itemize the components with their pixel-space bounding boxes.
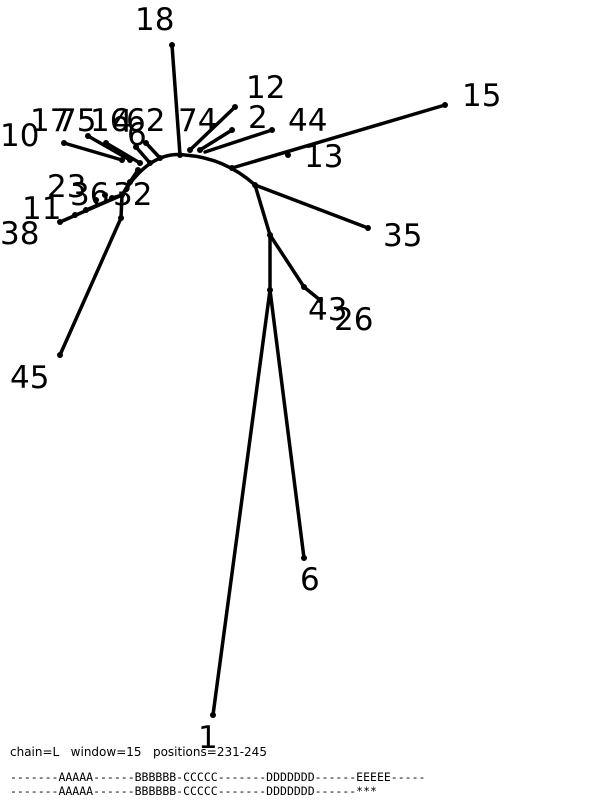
tree-node xyxy=(442,102,448,108)
tree-node xyxy=(127,179,133,185)
tree-branch xyxy=(268,233,306,289)
leaf-label: 44 xyxy=(288,103,327,139)
tree-node xyxy=(93,197,99,203)
leaf-label: 15 xyxy=(462,78,501,114)
tree-node xyxy=(137,160,143,166)
tree-node xyxy=(285,152,291,158)
tree-node xyxy=(187,147,193,153)
tree-branch xyxy=(203,128,274,154)
tree-node xyxy=(143,140,149,146)
tree-node xyxy=(317,297,323,303)
tree-node xyxy=(85,133,91,139)
tree-node xyxy=(119,192,125,198)
leaf-labels: 18 12 15 44 2 74 62 4 6 16 75 17 10 13 3… xyxy=(0,2,501,756)
tree-node xyxy=(103,140,109,146)
tree-branch xyxy=(253,183,272,237)
tree-branch xyxy=(62,141,124,162)
leaf-label: 26 xyxy=(334,302,373,338)
tree-node xyxy=(232,104,238,110)
tree-branch xyxy=(230,103,447,170)
leaf-label: 32 xyxy=(113,177,152,213)
leaf-label: 6 xyxy=(127,117,147,153)
tree-node xyxy=(57,219,63,225)
leaf-label: 17 xyxy=(30,103,69,139)
tree-node xyxy=(119,157,125,163)
tree-branch xyxy=(268,288,306,560)
sequence-annotation-line-1: -------AAAAA------BBBBBB-CCCCC-------DDD… xyxy=(10,770,426,784)
tree-node xyxy=(210,712,216,718)
tree-node xyxy=(301,555,307,561)
tree-node xyxy=(147,160,153,166)
tree-node xyxy=(157,155,163,161)
tree-node xyxy=(118,215,124,221)
tree-backbone xyxy=(120,152,257,196)
tree-node xyxy=(365,225,371,231)
tree-branch xyxy=(211,288,272,717)
leaf-label: 23 xyxy=(47,169,86,205)
tree-branch xyxy=(198,128,234,152)
tree-node xyxy=(169,42,175,48)
leaf-label: 74 xyxy=(178,103,217,139)
leaf-label: 12 xyxy=(246,70,285,106)
tree-branch xyxy=(104,141,142,165)
tree-node xyxy=(229,127,235,133)
tree-node xyxy=(267,232,273,238)
tree-node xyxy=(57,352,63,358)
tree-node xyxy=(127,157,133,163)
tree-branch xyxy=(170,43,182,157)
tree-branch xyxy=(253,183,370,230)
tree-node xyxy=(229,165,235,171)
tree-node xyxy=(83,207,89,213)
tree-node xyxy=(61,140,67,146)
tree-node xyxy=(269,127,275,133)
tree-edges xyxy=(58,43,447,717)
leaf-label: 43 xyxy=(308,292,347,328)
tree-branch xyxy=(58,216,123,357)
tree-branch xyxy=(86,134,132,162)
tree-node xyxy=(177,152,183,158)
leaf-label: 13 xyxy=(304,139,343,175)
tree-branch xyxy=(188,105,237,152)
tree-node xyxy=(102,192,108,198)
leaf-label: 38 xyxy=(0,216,39,252)
tree-branch xyxy=(119,193,124,220)
leaf-label: 6 xyxy=(300,562,320,598)
tree-branch xyxy=(302,285,322,302)
tree-nodes xyxy=(57,42,448,718)
run-parameters: chain=L window=15 positions=231-245 xyxy=(10,745,267,759)
leaf-label: 4 xyxy=(113,104,133,140)
tree-node xyxy=(267,287,273,293)
tree-node xyxy=(109,195,115,201)
leaf-label: 35 xyxy=(383,218,422,254)
leaf-label: 18 xyxy=(135,2,174,38)
leaf-label: 2 xyxy=(248,100,268,136)
sequence-annotation-line-2: -------AAAAA------BBBBBB-CCCCC-------DDD… xyxy=(10,784,377,798)
leaf-label: 45 xyxy=(10,360,49,396)
tree-node xyxy=(301,284,307,290)
tree-node xyxy=(135,167,141,173)
leaf-label: 11 xyxy=(22,191,61,227)
tree-node xyxy=(197,147,203,153)
tree-branch xyxy=(134,145,152,165)
tree-node xyxy=(72,212,78,218)
tree-branch xyxy=(144,141,162,160)
leaf-label: 1 xyxy=(198,720,218,756)
leaf-label: 10 xyxy=(0,118,39,154)
leaf-label: 62 xyxy=(126,103,165,139)
leaf-label: 36 xyxy=(70,177,109,213)
tree-node xyxy=(133,144,139,150)
tree-node xyxy=(252,182,258,188)
leaf-label: 16 xyxy=(90,103,129,139)
leaf-label: 75 xyxy=(57,103,96,139)
